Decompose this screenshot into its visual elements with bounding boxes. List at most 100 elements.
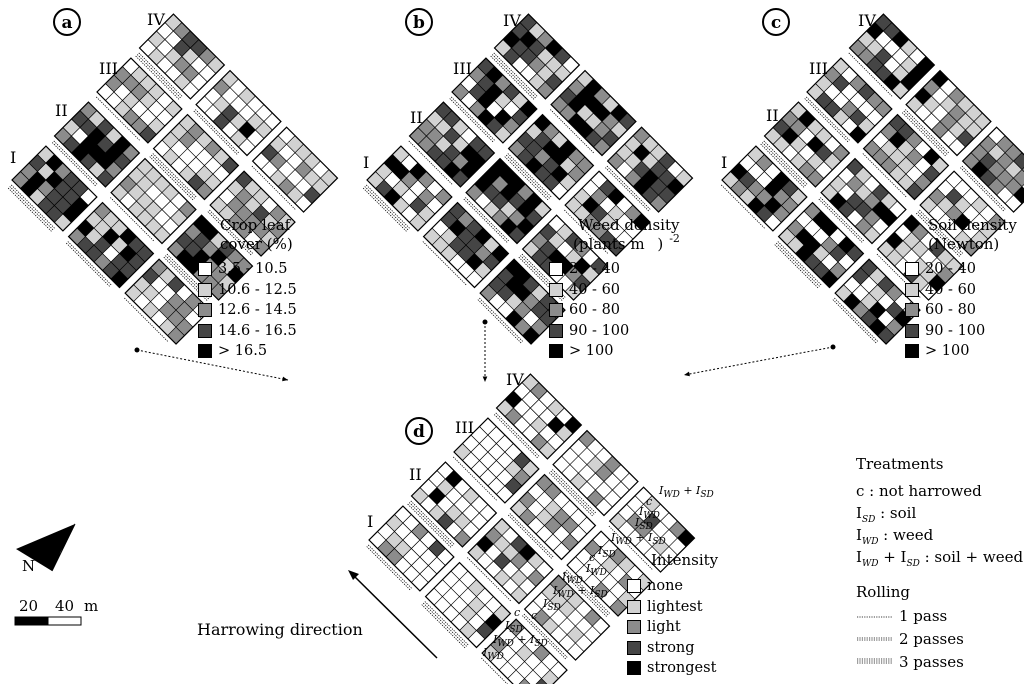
plot-label-both-sub2: SD	[700, 490, 714, 501]
plot	[806, 57, 893, 144]
rolling-marker	[53, 140, 98, 185]
plot-outline	[608, 486, 696, 573]
plot	[408, 101, 496, 188]
rolling-marker	[135, 55, 180, 101]
legend-a-title-1: Crop leaf	[220, 216, 291, 234]
legend-swatch	[198, 262, 212, 276]
plot	[495, 373, 583, 460]
connector-arrow	[136, 349, 289, 381]
plot	[961, 126, 1024, 213]
legend-row: 90 - 100	[905, 323, 985, 339]
plot-outline	[53, 101, 141, 188]
plot-outline	[209, 170, 296, 257]
rolling-marker	[506, 154, 551, 200]
plot-label-iwd-isd: IWD + ISD	[611, 531, 666, 547]
legend-swatch	[627, 640, 641, 655]
rep-label: IV	[503, 11, 521, 30]
plot	[251, 126, 339, 213]
rolling-marker	[548, 472, 594, 517]
panel-c-marker: c	[762, 8, 790, 36]
rolling-item-3: 3 passes	[899, 653, 964, 671]
plot-cell	[518, 678, 531, 684]
rep-label: III	[809, 59, 828, 78]
plot	[138, 13, 226, 100]
legend-label: 10.6 - 12.5	[218, 281, 297, 298]
treatment-iwd-sub: WD	[861, 537, 879, 547]
legend-swatch	[549, 323, 563, 338]
rolling-marker	[407, 503, 452, 549]
rolling-marker	[552, 469, 597, 514]
scale-bar-white	[47, 616, 82, 626]
legend-swatch	[905, 282, 919, 297]
plot-outline	[552, 429, 639, 517]
plot	[96, 57, 183, 144]
plot	[152, 113, 240, 201]
legend-label: 60 - 80	[925, 302, 977, 318]
rolling-marker	[207, 211, 252, 256]
plot-label-iwd-isd: IWD + ISD	[493, 633, 548, 649]
rolling-marker	[366, 184, 411, 229]
rolling-marker	[563, 572, 608, 618]
plot-outline	[848, 13, 936, 100]
legend-row: 90 - 100	[549, 323, 629, 339]
rolling-marker	[550, 109, 595, 154]
rolling-marker	[916, 212, 961, 258]
treatment-both-text: : soil + weed	[919, 548, 1024, 566]
plot	[467, 517, 554, 605]
legend-label: 3.5 - 10.5	[218, 261, 288, 277]
plot-label-iwd: IWD	[483, 646, 504, 662]
plot-label-c: c	[514, 606, 521, 619]
rolling-marker	[424, 601, 469, 646]
scale-tick-1: 20	[19, 597, 39, 615]
plot-label-isd-sub: SD	[547, 603, 561, 614]
plot-cell	[1013, 186, 1024, 205]
plot	[366, 145, 453, 232]
plot	[608, 486, 696, 573]
rolling-marker	[564, 209, 609, 255]
legend-row: lightest	[627, 599, 703, 615]
rolling-marker	[605, 167, 650, 212]
plot-outline	[422, 201, 510, 289]
plot	[166, 214, 254, 301]
rolling-marker	[523, 613, 568, 659]
legend-c-title-1: Soil density	[928, 216, 1017, 234]
rolling-marker	[364, 186, 409, 231]
plot-label-both-plus: + I	[577, 584, 595, 597]
rolling-marker	[763, 140, 808, 185]
legend-label: > 16.5	[218, 343, 268, 359]
rep-label: IV	[858, 11, 876, 30]
rolling-marker	[151, 154, 196, 200]
arrow-head	[282, 376, 288, 382]
plot-label-both-sub1: WD	[557, 590, 574, 601]
legend-swatch	[627, 661, 641, 675]
rolling-marker	[776, 242, 821, 288]
north-arrow-icon	[16, 524, 75, 571]
rolling-marker	[410, 500, 455, 545]
plot	[509, 473, 597, 561]
legend-row: strongest	[627, 660, 716, 676]
plot	[67, 201, 155, 289]
treatment-isd-text: : soil	[875, 504, 917, 522]
treatment-iwd: IWD : weed	[856, 526, 933, 547]
rep-label: I	[367, 512, 374, 531]
legend-label: strong	[647, 639, 695, 656]
treatment-isd-sub: SD	[861, 515, 876, 525]
rolling-marker	[453, 456, 498, 501]
plot	[410, 461, 498, 548]
plot-label-iwd-sub: WD	[643, 511, 660, 522]
treatment-isd: ISD : soil	[856, 504, 916, 525]
treatment-both-sub2: SD	[906, 559, 920, 569]
rep-label: II	[55, 101, 68, 120]
rolling-marker	[493, 52, 538, 97]
plot	[209, 170, 296, 257]
north-label: N	[22, 557, 36, 575]
plot-label-isd-sub: SD	[509, 625, 523, 636]
rolling-marker	[493, 414, 539, 459]
plot	[834, 258, 921, 345]
rolling-marker	[905, 109, 950, 154]
plot-outline	[763, 101, 851, 188]
plot-outline	[806, 57, 893, 144]
rolling-marker	[564, 571, 609, 616]
legend-swatch	[905, 303, 919, 317]
plot-label-isd-sub: SD	[639, 522, 653, 533]
